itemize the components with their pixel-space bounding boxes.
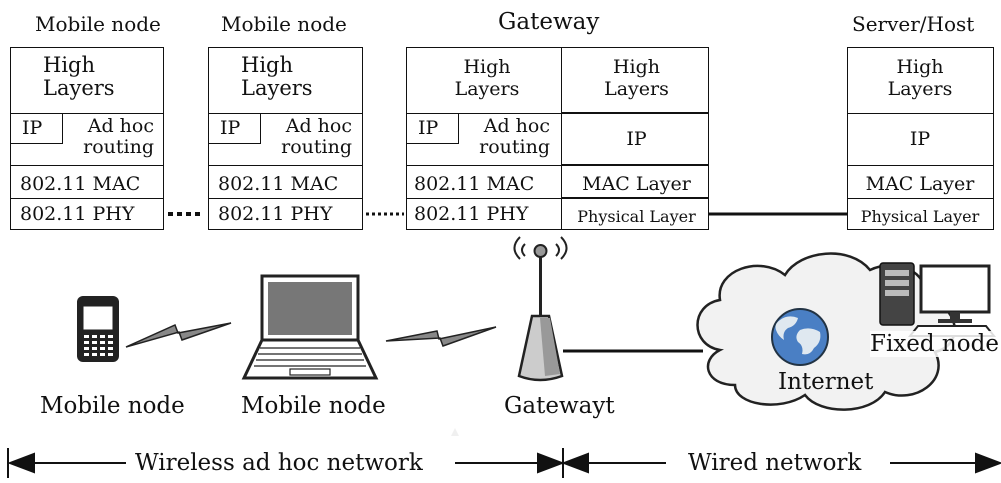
wireless-link-icon-1	[125, 322, 232, 348]
mac-80211-label: 802.11 MAC	[218, 173, 339, 195]
gateway-router-icon	[513, 236, 568, 382]
gw-high-layers-label: High Layers	[447, 56, 527, 100]
adhoc-line2: routing	[83, 136, 154, 158]
high-layers-line1: High	[896, 56, 944, 78]
high-layers-line2: Layers	[887, 78, 953, 100]
adhoc-line1: Ad hoc	[483, 115, 550, 137]
srv-physical-layer-label: Physical Layer	[860, 207, 980, 226]
gw-ip-subbox: IP	[407, 114, 459, 144]
mac-80211-label: 802.11 MAC	[20, 173, 141, 195]
adhoc-line2: routing	[281, 136, 352, 158]
monitor-icon	[907, 264, 997, 337]
ip-label: IP	[22, 117, 43, 139]
gw-mac-layer-label: MAC Layer	[582, 173, 691, 195]
high-layers-line2: Layers	[604, 78, 669, 100]
adhoc-line1: Ad hoc	[285, 115, 352, 137]
ip-subbox: IP	[11, 114, 63, 144]
high-layers-line2: Layers	[241, 76, 313, 100]
faint-marker-icon	[451, 428, 459, 436]
protocol-stack-server: High Layers IP MAC Layer Physical Layer	[847, 47, 994, 230]
server-host-header: Server/Host	[852, 12, 975, 36]
server-tower-icon	[879, 262, 915, 326]
phy-80211-label: 802.11 PHY	[20, 203, 135, 225]
phone-icon	[77, 296, 119, 362]
wireless-network-label: Wireless ad hoc network	[135, 450, 423, 476]
gateway-header: Gateway	[498, 9, 600, 35]
high-layers-line2: Layers	[454, 78, 520, 100]
adhoc-routing-label: Ad hoc routing	[278, 116, 352, 158]
adhoc-routing-label: Ad hoc routing	[80, 116, 154, 158]
adhoc-line1: Ad hoc	[87, 115, 154, 137]
fixed-node-label: Fixed node	[870, 331, 999, 357]
mobile-node-header-2: Mobile node	[221, 12, 347, 36]
gw-adhoc-routing-label: Ad hoc routing	[476, 116, 550, 158]
ip-label: IP	[418, 117, 439, 139]
protocol-stack-gateway: High Layers IP Ad hoc routing 802.11 MAC…	[406, 47, 709, 230]
srv-ip-label: IP	[909, 128, 931, 150]
protocol-stack-mobile-1: High Layers IP Ad hoc routing 802.11 MAC…	[10, 47, 164, 230]
protocol-stack-mobile-2: High Layers IP Ad hoc routing 802.11 MAC…	[208, 47, 363, 230]
high-layers-line1: High	[43, 53, 95, 77]
gw-phy-80211-label: 802.11 PHY	[414, 203, 529, 225]
srv-mac-layer-label: MAC Layer	[865, 173, 975, 195]
gw-right-ip-label: IP	[626, 128, 647, 150]
gw-physical-layer-label: Physical Layer	[577, 207, 696, 226]
mobile-node-header-1: Mobile node	[35, 12, 161, 36]
high-layers-label: High Layers	[43, 54, 115, 100]
laptop-label: Mobile node	[241, 393, 386, 419]
internet-label: Internet	[778, 369, 874, 395]
high-layers-line1: High	[612, 56, 661, 78]
high-layers-label: High Layers	[241, 54, 313, 100]
phone-label: Mobile node	[40, 393, 185, 419]
gateway-device-label: Gatewayt	[504, 393, 615, 419]
laptop-icon	[241, 274, 379, 380]
wireless-link-icon-2	[385, 326, 497, 347]
wired-network-label: Wired network	[688, 450, 862, 476]
ip-subbox: IP	[209, 114, 261, 144]
gw-right-high-layers-label: High Layers	[563, 56, 710, 100]
ip-label: IP	[220, 117, 241, 139]
network-span-arrows	[7, 448, 1001, 478]
high-layers-line1: High	[463, 56, 511, 78]
high-layers-line2: Layers	[43, 76, 115, 100]
globe-icon	[771, 308, 829, 366]
high-layers-line1: High	[241, 53, 293, 77]
adhoc-line2: routing	[479, 136, 550, 158]
gw-mac-80211-label: 802.11 MAC	[414, 173, 535, 195]
srv-high-layers-label: High Layers	[848, 56, 992, 100]
phy-80211-label: 802.11 PHY	[218, 203, 333, 225]
